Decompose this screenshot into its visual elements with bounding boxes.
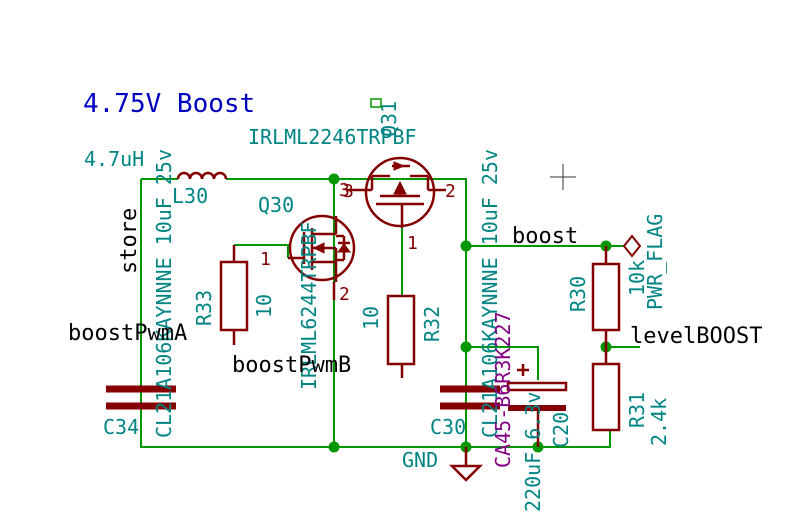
q31-pin1: 1 <box>407 233 418 254</box>
junction <box>328 441 340 453</box>
q31-pin2: 2 <box>445 181 456 202</box>
wire-r33-gate <box>234 244 289 258</box>
inductor-l30: L30 4.7uH <box>84 147 228 208</box>
net-label-boostpwmb: boostPwmB <box>232 353 351 378</box>
mosfet-q30: Q30 IRLML6244TRPBF 1 2 3 <box>258 180 356 390</box>
pwr-flag: PWR_FLAG <box>622 214 667 310</box>
junction <box>460 341 472 353</box>
resistor-r33: R33 10 <box>192 245 276 345</box>
capacitor-c20: C20 CA45-B6R3K227 220uF 6.3v <box>491 311 573 512</box>
r32-value: 10 <box>359 306 383 330</box>
net-label-levelboost: levelBOOST <box>630 324 762 349</box>
gnd-symbol: GND <box>402 447 484 482</box>
r32-ref: R32 <box>420 306 444 342</box>
q30-value: IRLML6244TRPBF <box>297 221 321 390</box>
q30-pin1: 1 <box>260 249 271 270</box>
r33-value: 10 <box>252 294 276 318</box>
capacitor-c30: C30 CL21A106KAYNNNE 10uF 25v <box>430 149 502 439</box>
q30-pin2: 2 <box>339 284 350 305</box>
gnd-label: GND <box>402 448 438 472</box>
wire-c20-plus <box>466 346 539 380</box>
q30-ref: Q30 <box>258 193 294 217</box>
c20-ref: C20 <box>549 412 573 448</box>
c30-value: CL21A106KAYNNNE 10uF 25v <box>478 149 502 438</box>
resistor-r31: R31 2.4k <box>591 347 671 446</box>
wire-gnd-bus <box>140 179 611 448</box>
resistor-r32: 10 R32 <box>359 294 444 378</box>
net-label-boostpwma: boostPwmA <box>68 321 187 346</box>
mosfet-q31: Q31 IRLML2246TRPBF 1 2 3 <box>248 98 456 254</box>
c30-ref: C30 <box>430 415 466 439</box>
c34-ref: C34 <box>103 415 139 439</box>
junction <box>328 173 340 185</box>
wire-top-bus <box>226 178 467 447</box>
r31-ref: R31 <box>625 392 649 428</box>
l30-value: 4.7uH <box>84 147 144 171</box>
r30-ref: R30 <box>566 276 590 312</box>
r31-value: 2.4k <box>647 398 671 446</box>
r30-value: 10k <box>625 260 649 296</box>
q31-pin3: 3 <box>343 181 354 202</box>
wires <box>140 178 640 448</box>
c20-value2: 220uF 6.3v <box>521 392 545 512</box>
q30-pin3: 3 <box>339 180 350 201</box>
net-label-store: store <box>117 208 142 274</box>
crosshair-cursor-icon <box>550 164 576 190</box>
schematic-title: 4.75V Boost <box>83 89 255 119</box>
q31-value: IRLML2246TRPBF <box>248 125 417 149</box>
r33-ref: R33 <box>192 290 216 326</box>
q31-marker <box>370 98 382 108</box>
c34-value: CL21A106KAYNNNE 10uF 25v <box>152 149 176 438</box>
pwr-flag-label: PWR_FLAG <box>643 214 667 310</box>
junction <box>460 240 472 252</box>
capacitor-c34: C34 CL21A106KAYNNNE 10uF 25v <box>103 149 176 439</box>
net-label-boost: boost <box>512 224 578 249</box>
c20-value: CA45-B6R3K227 <box>491 311 515 468</box>
l30-ref: L30 <box>172 184 208 208</box>
resistor-r30: R30 10k <box>566 246 649 347</box>
